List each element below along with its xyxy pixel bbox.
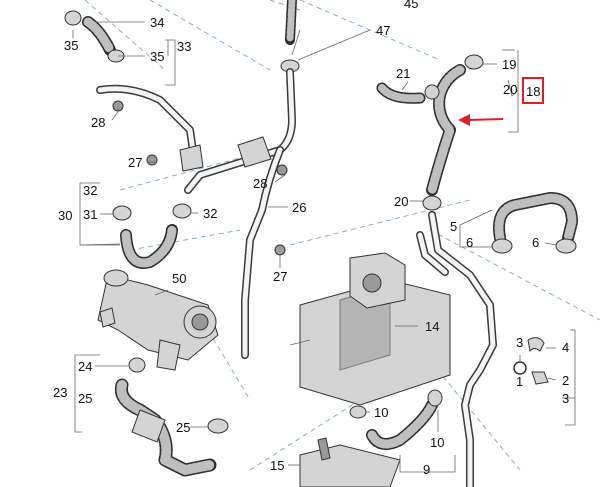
label-27b: 27 [273,269,287,284]
label-3b: 3 [562,391,569,406]
label-47: 47 [376,23,390,38]
label-2: 2 [562,373,569,388]
label-26: 26 [292,200,306,215]
label-14: 14 [425,319,439,334]
label-30: 30 [58,208,72,223]
part-15-bracket [299,437,401,487]
label-6a: 6 [466,235,473,250]
part-50-housing [97,269,219,371]
label-25a: 25 [78,391,92,406]
label-24: 24 [78,359,92,374]
label-50: 50 [172,271,186,286]
label-20b: 20 [394,194,408,209]
part-3-pipe-group [416,211,549,487]
label-15: 15 [270,458,284,473]
label-28b: 28 [253,176,267,191]
label-10b: 10 [430,435,444,450]
label-20a: 20 [503,82,517,97]
highlight-annotation [458,77,544,126]
label-27a: 27 [128,155,142,170]
label-5: 5 [450,219,457,234]
label-19: 19 [502,57,516,72]
label-4: 4 [562,340,569,355]
label-21: 21 [396,66,410,81]
label-25b: 25 [176,420,190,435]
part-5-hose-group [491,192,578,254]
part-14-cooler [289,252,451,406]
part-25-hose-group [114,357,229,477]
label-3a: 3 [516,335,523,350]
label-31: 31 [83,207,97,222]
part-18-hose-group [376,54,484,211]
label-6b: 6 [532,235,539,250]
label-28a: 28 [91,115,105,130]
highlight-box [522,77,544,104]
label-35b: 35 [150,49,164,64]
part-30-hose-group [112,203,192,269]
label-9: 9 [423,462,430,477]
part-9-hose-group [349,389,443,450]
label-18: 18 [526,84,540,99]
highlight-arrow-head [458,114,470,126]
label-33: 33 [177,39,191,54]
leader-lines [72,21,576,473]
label-32b: 32 [203,206,217,221]
part-34-hose-group [64,10,204,172]
label-45: 45 [404,0,418,11]
highlight-arrow-line [467,118,504,121]
label-1: 1 [516,374,523,389]
label-34: 34 [150,15,164,30]
label-10a: 10 [374,405,388,420]
label-35a: 35 [64,38,78,53]
label-32a: 32 [83,183,97,198]
part-26-pipe-group [146,0,300,359]
part-labels: 34 35 35 33 28 27 28 26 27 45 47 32 30 3… [53,0,569,477]
label-23: 23 [53,385,67,400]
